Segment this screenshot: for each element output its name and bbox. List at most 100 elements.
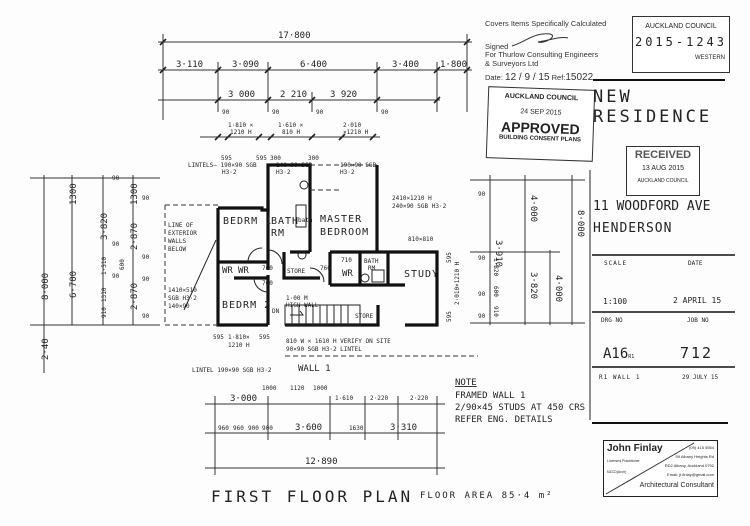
- exterior-walls-note: BELOW: [168, 246, 186, 253]
- window-size-label: 1·810×: [228, 334, 250, 341]
- high-wall-label: HIGH WALL: [286, 302, 319, 309]
- job-number: 712: [680, 344, 714, 362]
- room-wardrobe: WR: [342, 269, 353, 279]
- dimension-label: 1120: [290, 385, 305, 392]
- room-master-bedroom: BEDROOM: [320, 227, 369, 238]
- floor-area: FLOOR AREA 85·4 m²: [420, 491, 554, 501]
- window-size-label: 2·010: [343, 122, 361, 129]
- window-size-label: 1410×510: [168, 287, 197, 294]
- wall-thickness-label: 90: [112, 273, 120, 280]
- door-note: 810 W × 1610 H VERIFY ON SITE: [286, 338, 391, 345]
- consultant-title: Architectural Consultant: [639, 482, 714, 489]
- lintel-label: LINTEL 190×90 SGB H3·2: [192, 367, 272, 374]
- dimension-label: 8·000: [41, 273, 51, 300]
- dimension-overall-width: 17·800: [278, 31, 311, 41]
- offset-label: 595: [446, 252, 453, 263]
- dimension-label: 3·000: [230, 394, 257, 404]
- date-value: 2 APRIL 15: [673, 296, 722, 305]
- project-title: RESIDENCE: [593, 107, 713, 127]
- note-line: REFER ENG. DETAILS: [455, 415, 553, 425]
- window-size-label: 240×90 SGB H3·2: [392, 203, 447, 210]
- revision-note: R1 WALL 1: [599, 374, 641, 381]
- consultant-address: RD2 Albany, Auckland 0792: [664, 463, 714, 468]
- stamp-org: AUCKLAND COUNCIL: [504, 92, 579, 103]
- project-address: HENDERSON: [593, 221, 673, 236]
- dimension-label: 600: [119, 259, 126, 270]
- room-wardrobe: WR: [222, 266, 233, 276]
- drawing-title: FIRST FLOOR PLAN: [211, 487, 413, 506]
- dimension-label: 3·820: [100, 213, 110, 240]
- dimension-label: 910: [101, 307, 108, 318]
- dimension-label: 960: [233, 425, 244, 432]
- engineer-firm: & Surveyors Ltd: [485, 59, 539, 68]
- revision-date: 29 JULY 15: [682, 374, 719, 381]
- council-number-stamp: AUCKLAND COUNCIL 2015-1243 WESTERN: [632, 16, 730, 73]
- dimension-label: 3 920: [330, 90, 357, 100]
- wall-thickness-label: 90: [478, 191, 486, 198]
- drawing-number-value: A16: [603, 346, 629, 362]
- right-dimensions: 3·910 1·820 600 910 4·000 3·820 4·000 8·…: [470, 175, 585, 325]
- approved-stamp: AUCKLAND COUNCIL 24 SEP 2015 APPROVED BU…: [485, 86, 596, 162]
- window-size-label: 1·810 ×: [228, 122, 254, 129]
- bath-tub: [295, 204, 307, 228]
- dimension-label: 2·870: [130, 283, 140, 310]
- room-store: STORE: [355, 313, 373, 320]
- consultant-qualification: Licensed Practitioner: [607, 459, 640, 463]
- engineer-covers-text: Covers Items Specifically Calculated: [485, 19, 607, 28]
- date-label: DATE: [688, 260, 703, 267]
- wall-thickness-label: 90: [478, 291, 486, 298]
- top-dimensions: 17·800 3·110 3·090 6·400 3·400 1·800 3 0…: [158, 31, 472, 176]
- dimension-label: 2·220: [370, 395, 388, 402]
- drawing-number-label: DRG NO: [601, 317, 623, 324]
- dimension-label: 900: [248, 425, 259, 432]
- offset-label: 595: [259, 334, 270, 341]
- room-store: STORE: [287, 268, 305, 275]
- shower-icon: [371, 269, 385, 283]
- room-bathroom: RM: [368, 265, 376, 272]
- offset-label: 595: [213, 334, 224, 341]
- lintel-label: H3·2: [340, 169, 355, 176]
- dimension-label: 3·090: [232, 60, 259, 70]
- room-bedroom-2: BEDRM 2: [222, 300, 271, 311]
- window-size-label: SGB H3·2: [168, 295, 197, 302]
- received-stamp: RECEIVED 13 AUG 2015 AUCKLAND COUNCIL: [626, 146, 700, 196]
- consultant-qualification: NZCD(Arch): [607, 470, 627, 474]
- wall-thickness-label: 90: [478, 255, 486, 262]
- staircase: [284, 304, 361, 326]
- received-status: RECEIVED: [634, 149, 692, 161]
- wall-thickness-label: 90: [478, 313, 486, 320]
- dimension-label: 600: [492, 286, 499, 297]
- door-note: 90×90 SGB H3·2 LINTEL: [286, 346, 362, 353]
- scale-label: SCALE: [604, 260, 628, 267]
- scale-value: 1:100: [603, 297, 628, 306]
- stamp-office: WESTERN: [695, 55, 725, 61]
- title-block-lines: [589, 79, 735, 424]
- room-bedroom-1: BEDRM 1: [223, 216, 272, 227]
- wall-1-label: WALL 1: [298, 364, 331, 374]
- dimension-label: 3 000: [228, 90, 255, 100]
- dimension-label: 6·400: [300, 60, 327, 70]
- wall-thickness-label: 90: [112, 175, 120, 182]
- room-bath-label: BATH: [271, 216, 299, 227]
- stamp-org: AUCKLAND COUNCIL: [645, 23, 717, 30]
- door-swing: [309, 267, 325, 283]
- lintel-label: H3·2: [276, 169, 291, 176]
- door-size-label: 760: [262, 265, 273, 272]
- consultant-address: 59 Albany Heights Rd: [675, 454, 714, 459]
- engineer-date: Date: 12 / 9 / 15 Ref:15022: [485, 72, 593, 83]
- offset-label: 595: [256, 155, 267, 162]
- window-size-label: 810×810: [408, 236, 434, 243]
- dimension-label: 4·000: [553, 275, 563, 302]
- consultant-email: Email: jf.finlay@gmail.com: [667, 472, 714, 477]
- dimension-label: 1630: [349, 425, 364, 432]
- dimension-label: 1000: [313, 385, 328, 392]
- lintel-label: LINTELS– 190×90 SGB: [188, 162, 257, 169]
- wall-thickness-label: 90: [142, 276, 150, 283]
- room-bathroom: BATH: [364, 258, 379, 265]
- note-line: FRAMED WALL 1: [455, 391, 525, 401]
- dimension-label: 4·000: [528, 195, 538, 222]
- drawing-number: A16R1: [603, 346, 634, 362]
- window-size-label: 2410×1210 H: [392, 195, 432, 202]
- dimension-label: 6·700: [69, 271, 79, 298]
- offset-label: 300: [308, 155, 319, 162]
